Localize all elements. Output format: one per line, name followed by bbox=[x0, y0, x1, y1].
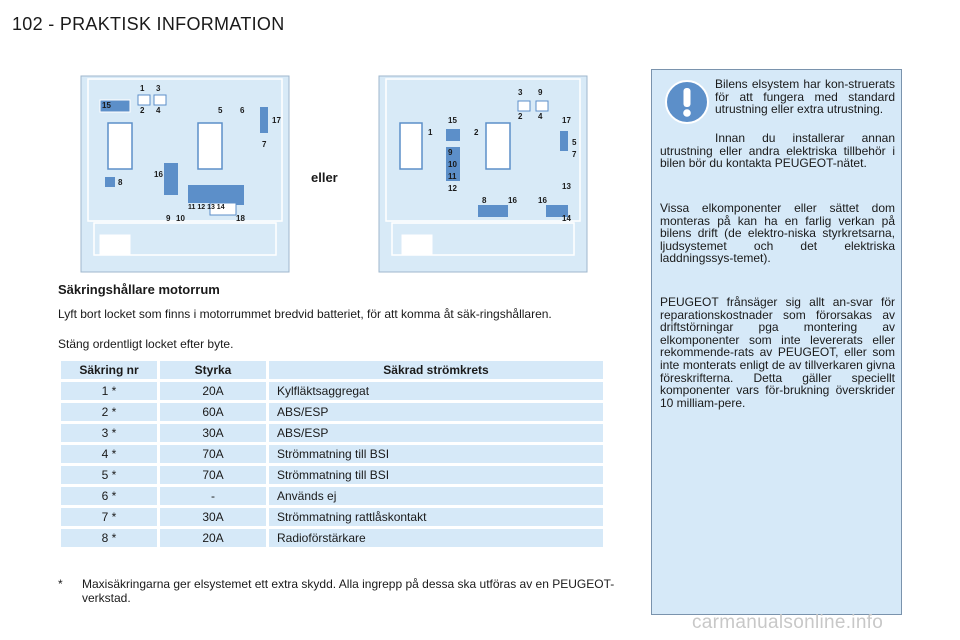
svg-text:17: 17 bbox=[272, 116, 281, 125]
fuse-rating: 70A bbox=[160, 445, 266, 463]
exclamation-icon bbox=[665, 80, 709, 124]
instruction-paragraph-close: Stäng ordentligt locket efter byte. bbox=[58, 337, 234, 351]
svg-text:11: 11 bbox=[448, 172, 457, 181]
fuse-rating: 20A bbox=[160, 382, 266, 400]
info-box: Bilens elsystem har kon-struerats för at… bbox=[651, 69, 902, 615]
fuse-rating: 30A bbox=[160, 508, 266, 526]
fuse-number: 3 * bbox=[61, 424, 157, 442]
header-fuse-number: Säkring nr bbox=[61, 361, 157, 379]
svg-text:5: 5 bbox=[572, 138, 577, 147]
fuse-number: 7 * bbox=[61, 508, 157, 526]
svg-text:10: 10 bbox=[176, 214, 185, 223]
header-rating: Styrka bbox=[160, 361, 266, 379]
svg-text:7: 7 bbox=[262, 140, 267, 149]
svg-text:15: 15 bbox=[448, 116, 457, 125]
instruction-paragraph: Lyft bort locket som finns i motorrummet… bbox=[58, 307, 552, 321]
info-paragraph: Innan du installerar annan utrustning el… bbox=[660, 131, 895, 171]
fuse-table: Säkring nr Styrka Säkrad strömkrets 1 * … bbox=[58, 358, 606, 550]
table-row: 7 * 30A Strömmatning rattlåskontakt bbox=[61, 508, 603, 526]
svg-text:14: 14 bbox=[562, 214, 571, 223]
section-heading: Säkringshållare motorrum bbox=[58, 282, 220, 297]
fuse-circuit: Strömmatning till BSI bbox=[269, 466, 603, 484]
footnote-text: Maxisäkringarna ger elsystemet ett extra… bbox=[82, 577, 615, 605]
info-paragraph: Vissa elkomponenter eller sättet dom mon… bbox=[660, 201, 895, 266]
table-row: 3 * 30A ABS/ESP bbox=[61, 424, 603, 442]
page-title: 102 - PRAKTISK INFORMATION bbox=[12, 14, 285, 34]
or-label: eller bbox=[311, 170, 338, 185]
svg-text:2: 2 bbox=[140, 106, 145, 115]
svg-text:4: 4 bbox=[538, 112, 543, 121]
svg-text:1: 1 bbox=[428, 128, 433, 137]
fuse-number: 5 * bbox=[61, 466, 157, 484]
svg-text:11 12 13 14: 11 12 13 14 bbox=[188, 204, 225, 211]
fuse-table-header-row: Säkring nr Styrka Säkrad strömkrets bbox=[61, 361, 603, 379]
fuse-circuit: Strömmatning rattlåskontakt bbox=[269, 508, 603, 526]
fuse-number: 8 * bbox=[61, 529, 157, 547]
svg-text:2: 2 bbox=[474, 128, 479, 137]
svg-text:18: 18 bbox=[236, 214, 245, 223]
table-row: 8 * 20A Radioförstärkare bbox=[61, 529, 603, 547]
footnote: * Maxisäkringarna ger elsystemet ett ext… bbox=[58, 577, 618, 605]
fuse-rating: 30A bbox=[160, 424, 266, 442]
watermark: carmanualsonline.info bbox=[692, 612, 884, 633]
svg-text:16: 16 bbox=[538, 196, 547, 205]
svg-text:10: 10 bbox=[448, 160, 457, 169]
info-paragraph: PEUGEOT frånsäger sig allt an-svar för r… bbox=[660, 295, 895, 410]
svg-text:9: 9 bbox=[538, 88, 543, 97]
fuse-rating: 60A bbox=[160, 403, 266, 421]
info-paragraph: Bilens elsystem har kon-struerats för at… bbox=[715, 77, 895, 117]
fuse-number: 6 * bbox=[61, 487, 157, 505]
fuse-circuit: ABS/ESP bbox=[269, 424, 603, 442]
table-row: 2 * 60A ABS/ESP bbox=[61, 403, 603, 421]
fuse-circuit: Strömmatning till BSI bbox=[269, 445, 603, 463]
fuse-rating: 70A bbox=[160, 466, 266, 484]
svg-text:3: 3 bbox=[156, 84, 161, 93]
fuse-circuit: Kylfläktsaggregat bbox=[269, 382, 603, 400]
table-row: 1 * 20A Kylfläktsaggregat bbox=[61, 382, 603, 400]
svg-text:8: 8 bbox=[482, 196, 487, 205]
table-row: 4 * 70A Strömmatning till BSI bbox=[61, 445, 603, 463]
svg-text:16: 16 bbox=[154, 170, 163, 179]
svg-text:9: 9 bbox=[166, 214, 171, 223]
fuse-number: 4 * bbox=[61, 445, 157, 463]
header-protected-circuit: Säkrad strömkrets bbox=[269, 361, 603, 379]
fuse-circuit: ABS/ESP bbox=[269, 403, 603, 421]
svg-text:17: 17 bbox=[562, 116, 571, 125]
svg-text:9: 9 bbox=[448, 148, 453, 157]
svg-text:3: 3 bbox=[518, 88, 523, 97]
fuse-box-diagram-right: 3 9 2 4 15 1 2 17 5 7 9 10 11 12 8 16 16… bbox=[378, 75, 588, 273]
svg-text:5: 5 bbox=[218, 106, 223, 115]
fuse-number: 1 * bbox=[61, 382, 157, 400]
fuse-circuit: Används ej bbox=[269, 487, 603, 505]
fuse-rating: - bbox=[160, 487, 266, 505]
fuse-circuit: Radioförstärkare bbox=[269, 529, 603, 547]
svg-text:6: 6 bbox=[240, 106, 245, 115]
svg-text:7: 7 bbox=[572, 150, 577, 159]
svg-text:15: 15 bbox=[102, 101, 111, 110]
svg-text:2: 2 bbox=[518, 112, 523, 121]
svg-text:13: 13 bbox=[562, 182, 571, 191]
table-row: 6 * - Används ej bbox=[61, 487, 603, 505]
svg-text:8: 8 bbox=[118, 178, 123, 187]
footnote-marker: * bbox=[58, 577, 63, 591]
table-row: 5 * 70A Strömmatning till BSI bbox=[61, 466, 603, 484]
fuse-rating: 20A bbox=[160, 529, 266, 547]
svg-text:1: 1 bbox=[140, 84, 145, 93]
svg-text:12: 12 bbox=[448, 184, 457, 193]
fuse-box-diagram-left: 1 3 2 4 15 5 6 17 7 16 8 11 12 13 14 9 1… bbox=[80, 75, 290, 273]
svg-text:16: 16 bbox=[508, 196, 517, 205]
fuse-number: 2 * bbox=[61, 403, 157, 421]
svg-text:4: 4 bbox=[156, 106, 161, 115]
